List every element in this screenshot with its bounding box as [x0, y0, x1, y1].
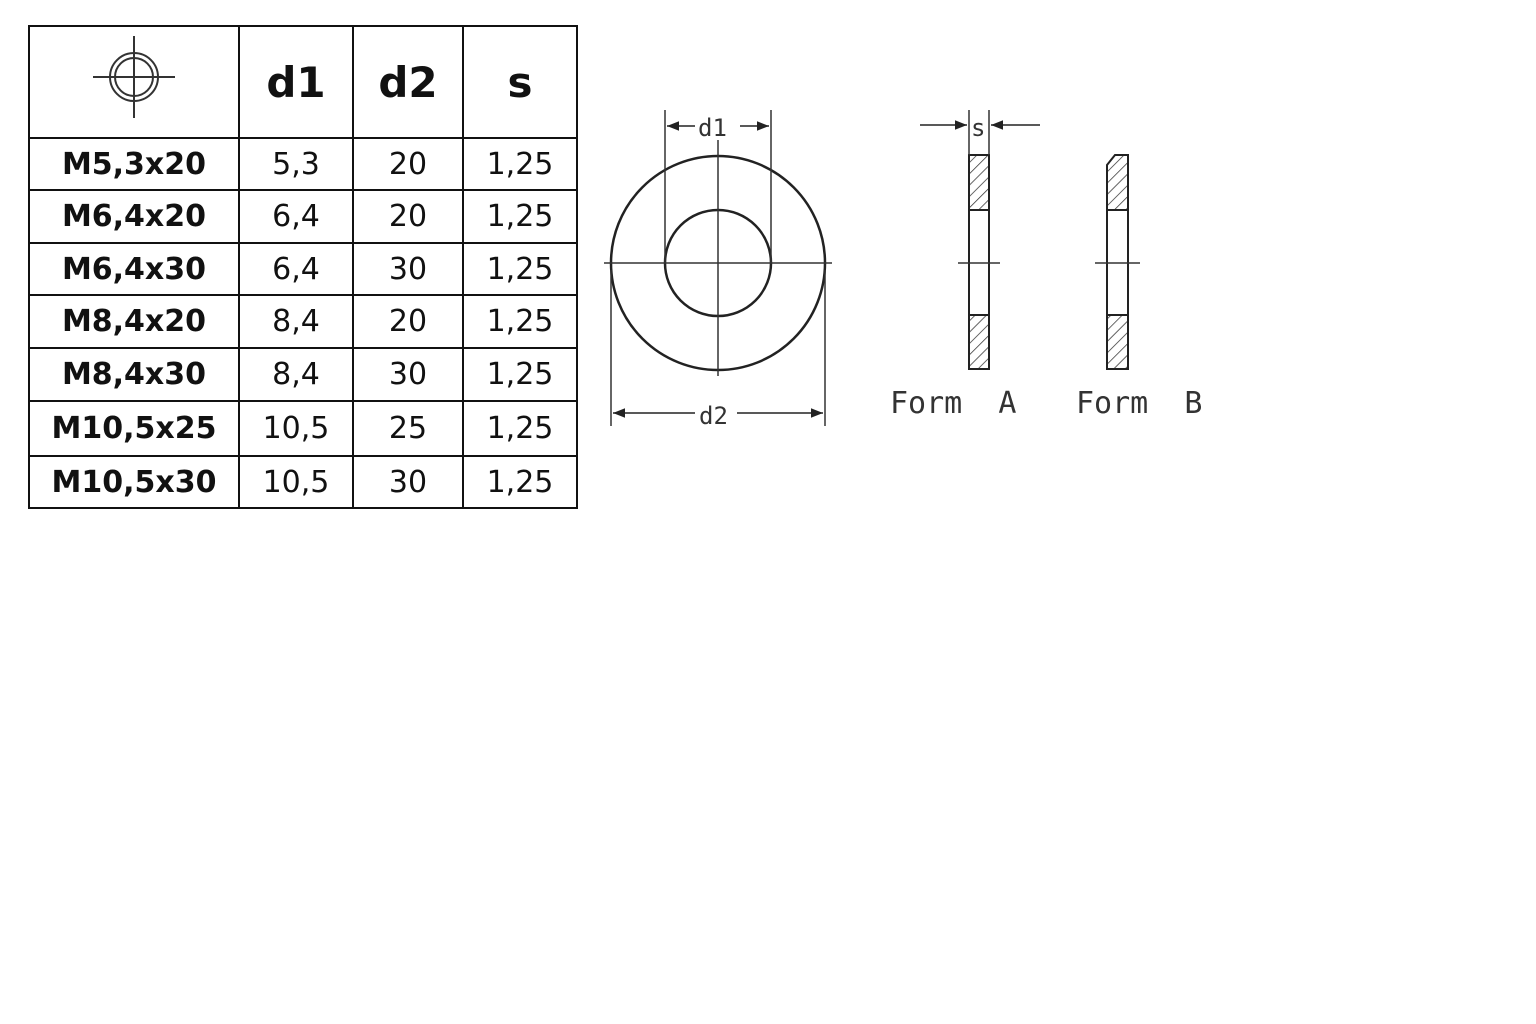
dimension-table: d1 d2 s M5,3x20 5,3 20 1,25 M6,4x20 6,4 … [28, 25, 578, 509]
s-cell: 1,25 [462, 347, 578, 402]
d2-cell: 25 [352, 400, 464, 457]
s-cell: 1,25 [462, 189, 578, 244]
d1-cell: 6,4 [238, 189, 354, 244]
d2-cell: 20 [352, 189, 464, 244]
table-row: M8,4x30 8,4 30 1,25 [28, 347, 578, 402]
d2-label: d2 [699, 402, 728, 430]
s-cell: 1,25 [462, 242, 578, 296]
header-d2: d2 [352, 25, 464, 139]
table-header-row: d1 d2 s [28, 25, 578, 139]
d2-cell: 20 [352, 137, 464, 191]
d2-cell: 30 [352, 455, 464, 509]
size-cell: M8,4x30 [28, 347, 240, 402]
size-cell: M5,3x20 [28, 137, 240, 191]
s-cell: 1,25 [462, 455, 578, 509]
d1-cell: 10,5 [238, 455, 354, 509]
header-s: s [462, 25, 578, 139]
form-b-label: Form B [1076, 386, 1202, 421]
washer-front-view [604, 140, 832, 376]
table-row: M10,5x25 10,5 25 1,25 [28, 400, 578, 457]
size-cell: M10,5x30 [28, 455, 240, 509]
s-label: s [971, 114, 985, 142]
d2-cell: 30 [352, 242, 464, 296]
d1-dimension: d1 [664, 110, 772, 263]
table-row: M6,4x20 6,4 20 1,25 [28, 189, 578, 244]
form-a-section: s Form A [890, 110, 1040, 421]
d2-dimension: d2 [610, 270, 826, 430]
s-cell: 1,25 [462, 400, 578, 457]
size-cell: M6,4x30 [28, 242, 240, 296]
d1-label: d1 [698, 114, 727, 142]
table-row: M10,5x30 10,5 30 1,25 [28, 455, 578, 509]
d1-cell: 10,5 [238, 400, 354, 457]
size-cell: M8,4x20 [28, 294, 240, 349]
table-row: M5,3x20 5,3 20 1,25 [28, 137, 578, 191]
header-cell-icon [28, 25, 240, 139]
d1-cell: 5,3 [238, 137, 354, 191]
d1-cell: 6,4 [238, 242, 354, 296]
form-a-label: Form A [890, 386, 1016, 421]
header-d1: d1 [238, 25, 354, 139]
thread-size-icon [93, 36, 175, 118]
size-cell: M10,5x25 [28, 400, 240, 457]
dimension-table-container: d1 d2 s M5,3x20 5,3 20 1,25 M6,4x20 6,4 … [28, 25, 578, 509]
size-cell: M6,4x20 [28, 189, 240, 244]
table-row: M6,4x30 6,4 30 1,25 [28, 242, 578, 296]
d1-cell: 8,4 [238, 347, 354, 402]
d1-cell: 8,4 [238, 294, 354, 349]
form-b-section: Form B [1076, 154, 1202, 421]
d2-cell: 20 [352, 294, 464, 349]
s-cell: 1,25 [462, 137, 578, 191]
s-cell: 1,25 [462, 294, 578, 349]
d2-cell: 30 [352, 347, 464, 402]
table-row: M8,4x20 8,4 20 1,25 [28, 294, 578, 349]
